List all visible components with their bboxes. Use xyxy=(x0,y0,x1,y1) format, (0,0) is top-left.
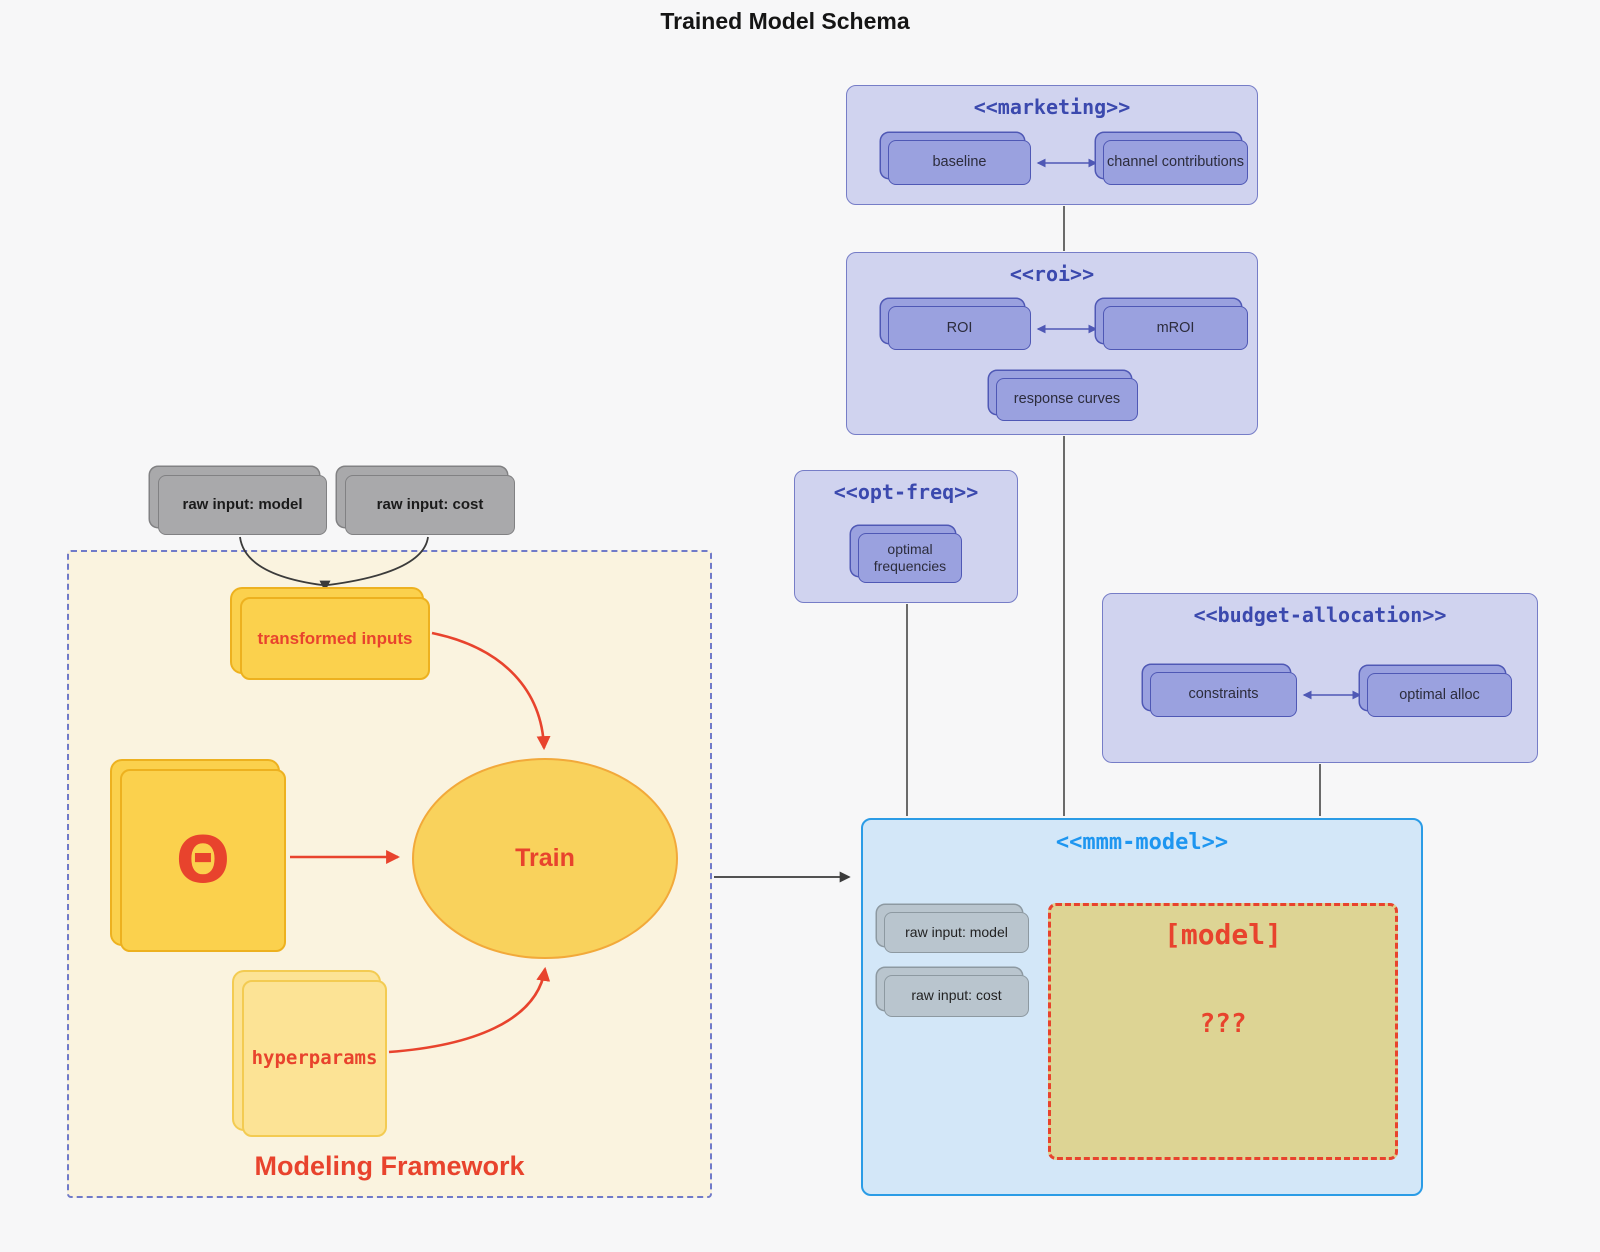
model-unknown-label: ??? xyxy=(1199,1009,1247,1039)
response-curves-label: response curves xyxy=(1013,391,1121,408)
train-ellipse: Train xyxy=(412,758,678,959)
roi-label: ROI xyxy=(946,319,973,336)
budget-allocation-title: <<budget-allocation>> xyxy=(1193,603,1447,627)
raw-input-model-node: raw input: model xyxy=(158,475,327,535)
mroi-label: mROI xyxy=(1156,319,1195,336)
raw-input-cost-label: raw input: cost xyxy=(376,495,484,513)
diagram-title: Trained Model Schema xyxy=(660,8,910,34)
channel-contributions-node: channel contributions xyxy=(1103,140,1248,185)
transformed-inputs-node: transformed inputs xyxy=(240,597,430,680)
mmm-raw-input-cost-label: raw input: cost xyxy=(911,987,1002,1004)
baseline-label: baseline xyxy=(932,154,987,171)
marketing-title: <<marketing>> xyxy=(973,95,1131,119)
constraints-node: constraints xyxy=(1150,672,1297,717)
mmm-raw-input-cost-node: raw input: cost xyxy=(884,975,1029,1017)
model-placeholder-label: [model] xyxy=(1163,918,1282,951)
hyperparams-node: hyperparams xyxy=(242,980,387,1137)
mmm-model-title: <<mmm-model>> xyxy=(1055,830,1229,855)
train-label: Train xyxy=(515,843,575,872)
roi-node: ROI xyxy=(888,306,1031,350)
raw-input-model-label: raw input: model xyxy=(182,495,303,513)
mmm-raw-input-model-label: raw input: model xyxy=(905,923,1008,940)
mmm-raw-input-model-node: raw input: model xyxy=(884,912,1029,953)
opt-freq-title: <<opt-freq>> xyxy=(833,480,979,504)
optimal-frequencies-node: optimal frequencies xyxy=(858,533,962,583)
optimal-frequencies-label: optimal frequencies xyxy=(873,540,947,575)
constraints-label: constraints xyxy=(1188,686,1259,703)
model-placeholder-box: [model] ??? xyxy=(1048,903,1398,1160)
baseline-node: baseline xyxy=(888,140,1031,185)
response-curves-node: response curves xyxy=(996,378,1138,421)
optimal-alloc-label: optimal alloc xyxy=(1399,686,1480,703)
raw-input-cost-node: raw input: cost xyxy=(345,475,515,535)
theta-node: Θ xyxy=(120,769,286,952)
theta-label: Θ xyxy=(175,823,231,898)
mroi-node: mROI xyxy=(1103,306,1248,350)
optimal-alloc-node: optimal alloc xyxy=(1367,673,1512,717)
hyperparams-label: hyperparams xyxy=(251,1046,378,1069)
modeling-framework-label: Modeling Framework xyxy=(254,1151,525,1181)
channel-contributions-label: channel contributions xyxy=(1106,154,1245,171)
roi-title: <<roi>> xyxy=(1009,262,1095,286)
transformed-inputs-label: transformed inputs xyxy=(257,628,413,648)
